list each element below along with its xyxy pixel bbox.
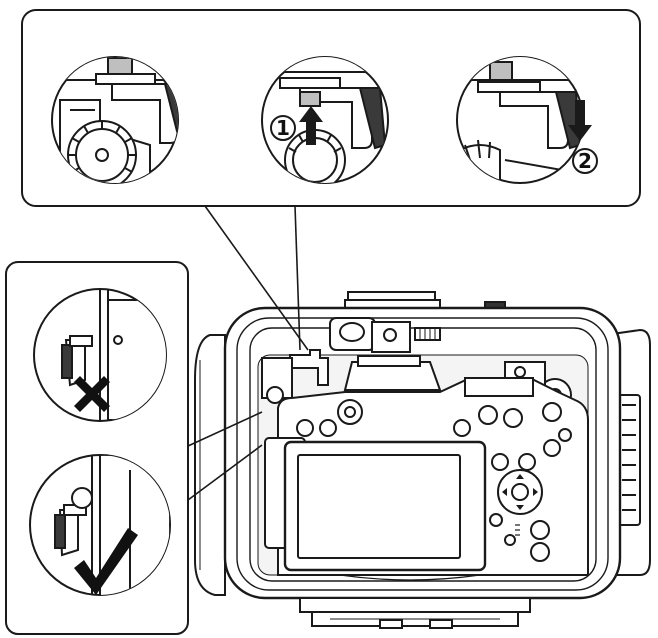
down-arrow-icon (568, 100, 592, 141)
step-1-marker (270, 115, 296, 141)
detail-panel-incorrect (33, 288, 167, 422)
cross-icon (68, 376, 110, 412)
camera-body (264, 355, 589, 581)
detail-panel-closed-latch (51, 56, 179, 184)
up-arrow-icon (299, 106, 323, 145)
gear-wheel (284, 129, 346, 183)
step-2-number: 2 (578, 149, 592, 173)
step-1-number: 1 (276, 116, 290, 140)
check-icon (74, 528, 138, 595)
detail-panel-step-2: 2 (456, 56, 598, 184)
step-2-marker (572, 148, 598, 174)
gear-wheel (67, 120, 137, 183)
detail-panel-step-1: 1 (261, 56, 389, 184)
